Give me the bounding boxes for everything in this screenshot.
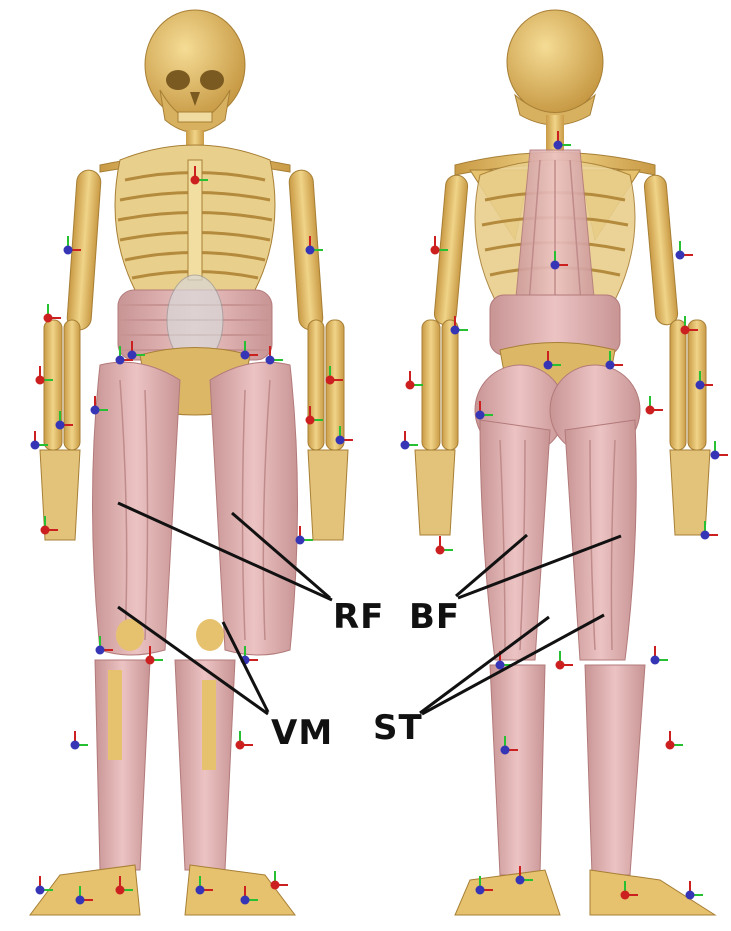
anterior-view: [30, 10, 348, 915]
st-label: ST: [373, 711, 423, 745]
marker-triad: [651, 646, 669, 665]
lower-legs-back: [455, 665, 715, 915]
marker-triad: [686, 881, 704, 900]
marker-triad: [271, 871, 289, 890]
skull-back: [507, 10, 603, 125]
marker-triad: [646, 396, 664, 415]
marker-triad: [236, 731, 254, 750]
marker-triad: [401, 431, 419, 450]
marker-triad: [666, 731, 684, 750]
thighs-back: [475, 365, 640, 660]
bf-label: BF: [409, 600, 460, 634]
marker-triad: [436, 536, 454, 555]
marker-triad: [406, 371, 424, 390]
marker-triad: [296, 526, 314, 545]
marker-triad: [71, 731, 89, 750]
vm-label: VM: [271, 716, 333, 750]
skull-front: [145, 10, 245, 133]
lower-legs-front: [30, 660, 295, 915]
marker-triad: [711, 441, 729, 460]
rf-label: RF: [333, 600, 384, 634]
marker-triad: [556, 651, 574, 670]
marker-triad: [676, 241, 694, 260]
